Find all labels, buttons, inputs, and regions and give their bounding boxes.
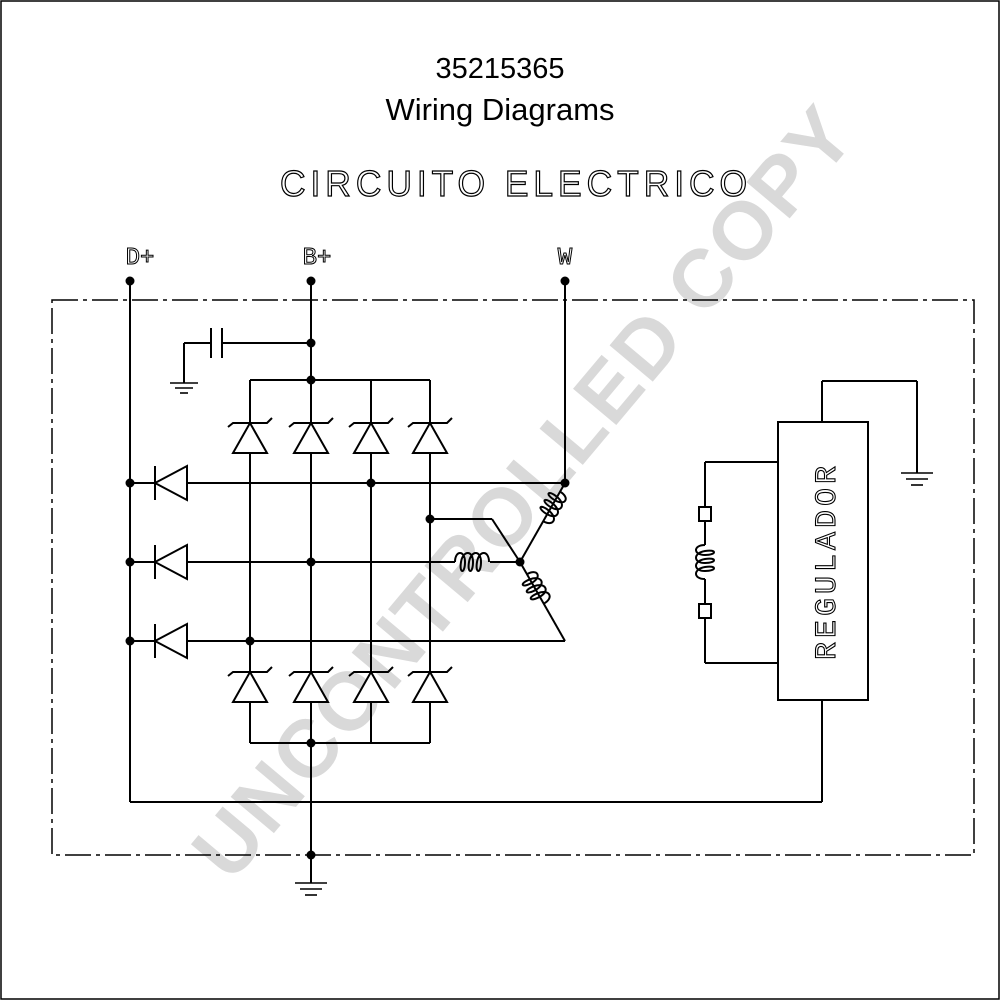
upper-brush: [698, 506, 712, 522]
zener-diode: [288, 417, 334, 454]
zener-diode: [348, 417, 394, 454]
zener-diode: [227, 417, 273, 454]
terminal-d-plus-dot: [125, 276, 135, 286]
zener-diode: [407, 666, 453, 703]
negative-zener-diodes: [227, 666, 453, 703]
regulator-label: REGULADOR: [811, 462, 845, 660]
zener-diode: [227, 666, 273, 703]
terminal-w-label: W: [558, 245, 573, 272]
main-ground-symbol: [295, 882, 327, 896]
terminal-d-plus-label: D+: [126, 245, 155, 272]
zener-diode: [288, 666, 334, 703]
uncontrolled-copy-watermark: UNCONTROLLED COPY: [175, 89, 873, 896]
terminal-w-dot: [560, 276, 570, 286]
exciter-diode: [152, 622, 188, 660]
voltage-regulator: REGULADOR: [777, 421, 869, 701]
lower-brush: [698, 603, 712, 619]
page-header: 35215365 Wiring Diagrams: [0, 52, 1000, 128]
terminal-b-plus-label: B+: [303, 245, 332, 272]
document-title: Wiring Diagrams: [385, 92, 615, 127]
stator-coil-upper: [539, 490, 567, 525]
terminal-b-plus-dot: [306, 276, 316, 286]
exciter-diode: [152, 464, 188, 502]
exciter-diodes: [152, 464, 188, 660]
positive-zener-diodes: [227, 417, 453, 454]
part-number: 35215365: [435, 53, 565, 85]
stator-coil-lower: [521, 571, 551, 605]
suppression-capacitor: [210, 328, 223, 358]
stator-coil-horizontal: [454, 552, 490, 572]
terminal-connectors: [125, 276, 570, 286]
alternator-housing-boundary: [51, 299, 975, 856]
capacitor-ground-symbol: [170, 382, 198, 394]
exciter-diode: [152, 543, 188, 581]
junction-dots: [125, 338, 570, 860]
zener-diode: [348, 666, 394, 703]
regulator-ground-symbol: [901, 472, 933, 486]
regulator-box: [777, 421, 869, 701]
zener-diode: [407, 417, 453, 454]
diagram-caption: CIRCUITO ELECTRICO: [280, 163, 752, 204]
rotor-field-winding: [695, 506, 715, 619]
stator-windings: [454, 490, 567, 605]
